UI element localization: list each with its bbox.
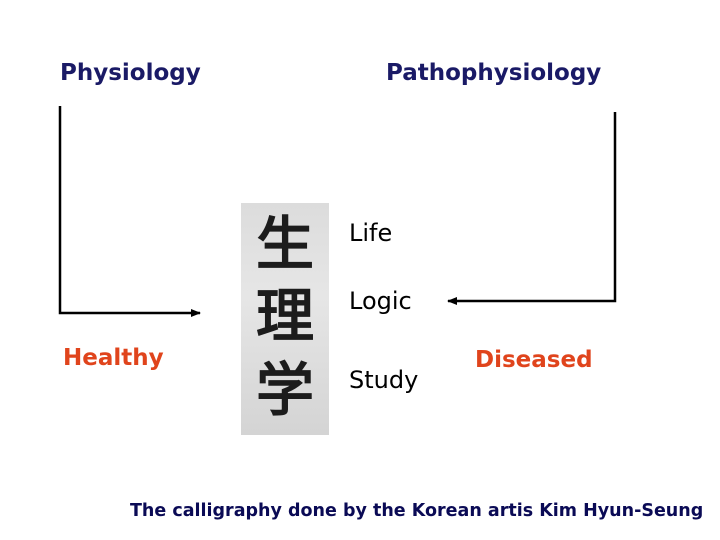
pathophysiology-heading: Pathophysiology [386, 60, 602, 86]
meaning-life: Life [349, 219, 393, 247]
left-arrow [58, 106, 201, 317]
right-arrow [447, 112, 617, 305]
calligraphy-caption: The calligraphy done by the Korean artis… [130, 501, 704, 521]
calligraphy-char-life: 生 [255, 210, 314, 278]
calligraphy-char-logic: 理 [255, 282, 314, 350]
meaning-study: Study [349, 366, 419, 394]
physiology-heading: Physiology [60, 60, 201, 86]
calligraphy-image: 生 理 学 [241, 203, 329, 435]
calligraphy-char-study: 学 [255, 356, 314, 424]
meaning-logic: Logic [349, 287, 412, 315]
healthy-label: Healthy [63, 345, 164, 371]
diseased-label: Diseased [475, 347, 593, 373]
